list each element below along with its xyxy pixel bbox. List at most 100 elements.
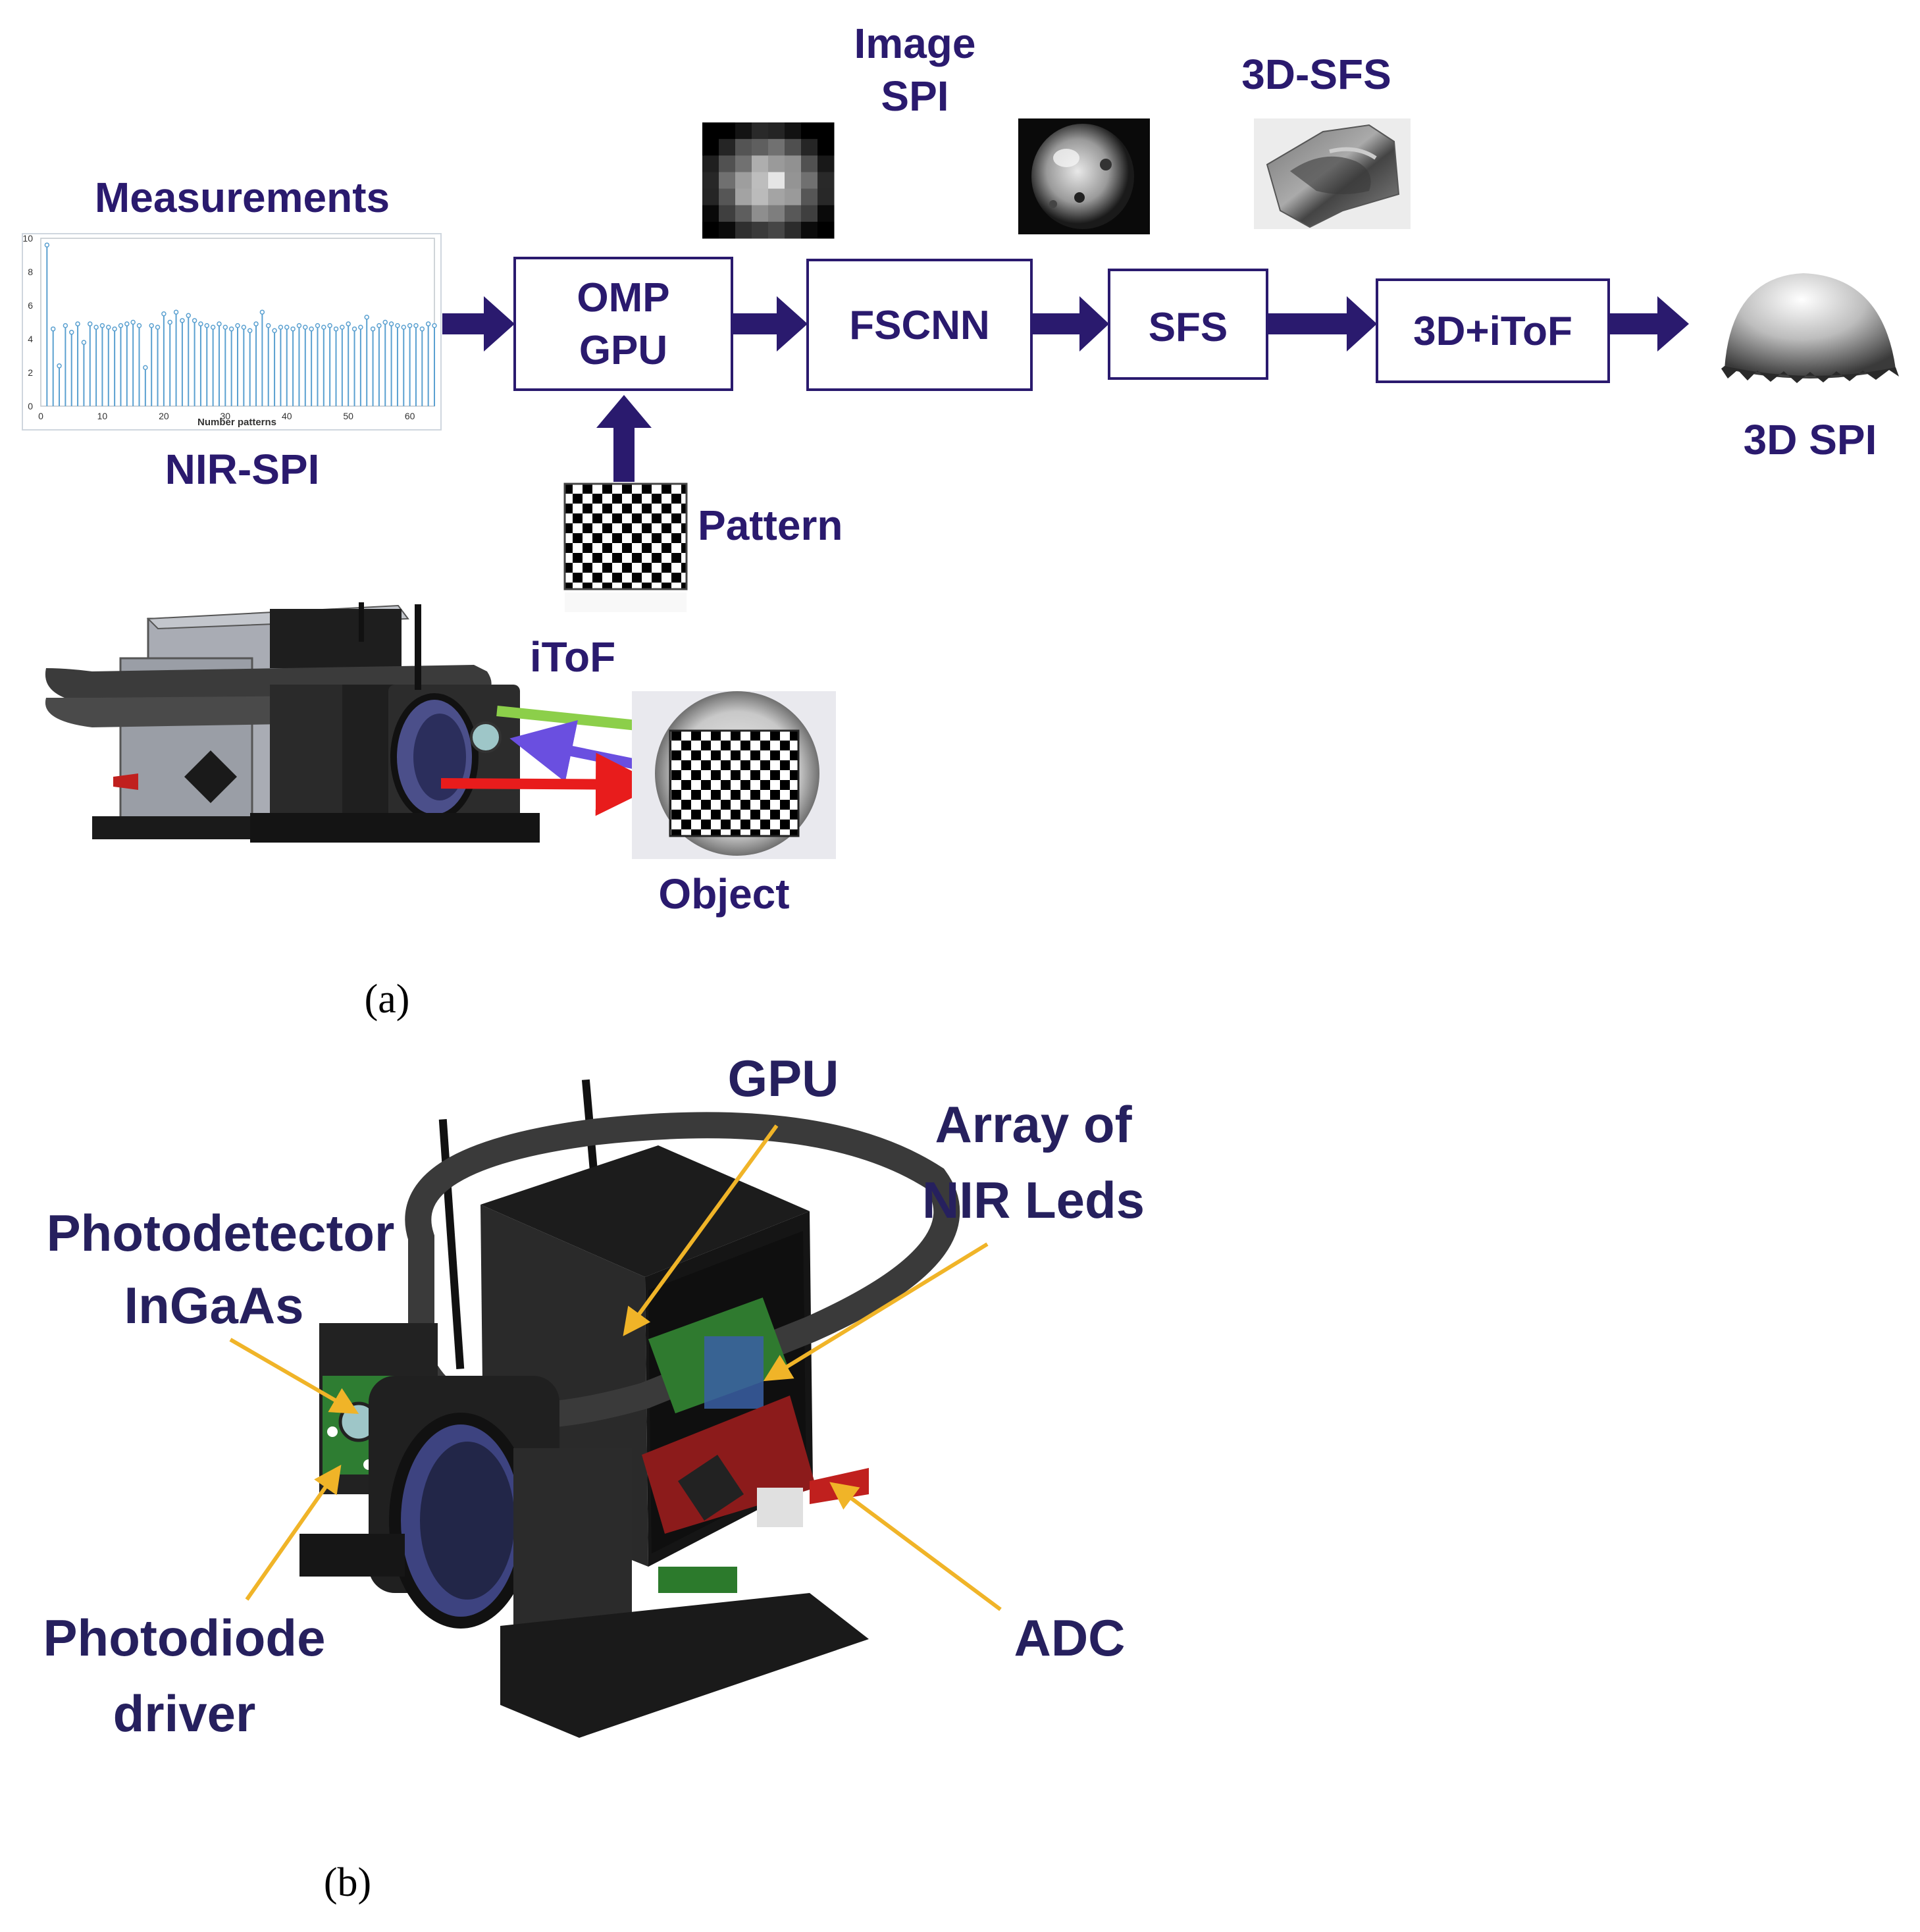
stem-point-47 xyxy=(327,323,332,328)
stem-point-2 xyxy=(50,326,56,332)
spi-pixel xyxy=(752,221,769,239)
pattern-label: Pattern xyxy=(698,502,843,549)
stem-point-12 xyxy=(112,326,117,332)
arrow-pattern-to-omp xyxy=(596,395,652,482)
image-spi-label-line1: Image xyxy=(854,20,976,67)
stem-point-4 xyxy=(63,323,68,328)
spi-pixel xyxy=(702,155,719,172)
stem-point-8 xyxy=(88,321,93,326)
spi-pixel xyxy=(719,188,736,206)
arrow-omp-to-fscnn xyxy=(733,296,808,352)
arrow-sfs-to-3ditof xyxy=(1268,296,1377,352)
x-tick-label: 0 xyxy=(38,411,43,421)
x-tick-label: 60 xyxy=(405,411,415,421)
stem-point-21 xyxy=(167,319,172,325)
spi-pixel xyxy=(702,221,719,239)
x-tick-label: 50 xyxy=(343,411,353,421)
spi-pixel xyxy=(801,122,818,140)
camera-device-3d-view xyxy=(299,1079,960,1738)
spi-pixel xyxy=(801,139,818,156)
spi-pixel xyxy=(735,205,752,222)
spi-pixel xyxy=(735,139,752,156)
stem-point-6 xyxy=(75,321,80,326)
stem-point-42 xyxy=(296,323,302,328)
caption-a: (a) xyxy=(365,977,410,1022)
image-spi-highres xyxy=(1018,118,1150,234)
stem-point-57 xyxy=(388,321,394,326)
spi-pixel xyxy=(735,221,752,239)
photodiode-label-line1: Photodiode xyxy=(43,1609,326,1667)
stem-point-35 xyxy=(253,321,259,326)
spi-pixel xyxy=(785,172,802,190)
nir-illumination-arrow xyxy=(440,752,659,816)
stem-point-51 xyxy=(351,326,357,332)
stem-point-20 xyxy=(161,311,167,317)
spi-pixel xyxy=(785,122,802,140)
spi-pixel xyxy=(768,122,785,140)
stem-point-9 xyxy=(93,325,99,330)
x-tick-label: 30 xyxy=(221,411,231,421)
stem-point-43 xyxy=(303,325,308,330)
spi-pixel xyxy=(735,122,752,140)
spi-pixel xyxy=(785,188,802,206)
y-tick-label: 8 xyxy=(28,267,33,277)
object-label: Object xyxy=(658,870,789,918)
spi-pixel xyxy=(719,205,736,222)
stem-point-36 xyxy=(259,309,265,315)
spi-pixel xyxy=(817,139,835,156)
photodetector-label-line2: InGaAs xyxy=(124,1276,303,1334)
stem-point-31 xyxy=(228,326,234,332)
spi-pixel xyxy=(719,139,736,156)
pointer-nir-leds xyxy=(763,1242,989,1382)
stem-point-52 xyxy=(358,325,363,330)
stem-point-5 xyxy=(68,330,74,335)
stem-point-40 xyxy=(284,325,290,330)
spi-pixel xyxy=(801,221,818,239)
y-tick-label: 4 xyxy=(28,334,33,344)
stem-point-26 xyxy=(198,321,203,326)
x-tick-label: 20 xyxy=(159,411,169,421)
spi-pixel xyxy=(768,188,785,206)
nir-spi-label: NIR-SPI xyxy=(165,446,320,493)
stem-point-29 xyxy=(217,321,222,326)
spi-pixel xyxy=(801,155,818,172)
stem-series xyxy=(44,242,437,406)
stem-point-18 xyxy=(149,323,154,328)
stem-point-61 xyxy=(413,323,419,328)
camera-device-side-view xyxy=(45,602,540,843)
x-tick-label: 40 xyxy=(282,411,292,421)
spi-pixel xyxy=(817,188,835,206)
spi-pixel xyxy=(785,139,802,156)
spi-pixel xyxy=(702,122,719,140)
stem-point-60 xyxy=(407,323,413,328)
spi-pixel xyxy=(752,155,769,172)
y-tick-label: 2 xyxy=(28,367,33,378)
itof-label: iToF xyxy=(530,633,615,681)
stem-point-24 xyxy=(186,313,191,319)
stem-point-23 xyxy=(180,318,185,323)
stem-point-64 xyxy=(432,323,437,328)
stem-point-46 xyxy=(321,325,326,330)
stem-point-16 xyxy=(136,323,142,328)
stem-point-38 xyxy=(272,328,277,333)
spi-pixel xyxy=(801,188,818,206)
arrow-3ditof-to-output xyxy=(1610,296,1689,352)
nir-leds-label-line2: NIR Leds xyxy=(922,1171,1145,1229)
stem-point-28 xyxy=(210,325,216,330)
spi-pixel xyxy=(801,205,818,222)
flow-arrows xyxy=(442,296,1689,482)
stem-point-59 xyxy=(401,325,407,330)
spi-pixel xyxy=(752,188,769,206)
stem-point-33 xyxy=(241,325,247,330)
stem-point-1 xyxy=(44,242,50,248)
photodetector-label-line1: Photodetector xyxy=(47,1204,395,1262)
stem-point-53 xyxy=(364,315,369,320)
stem-point-34 xyxy=(247,328,253,333)
object-target xyxy=(632,691,836,859)
spi-pixel xyxy=(719,172,736,190)
